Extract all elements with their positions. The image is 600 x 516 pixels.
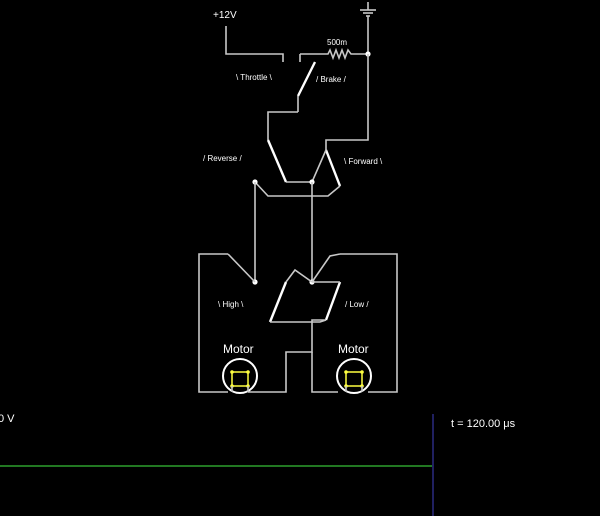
motor-left[interactable]: Motor — [222, 342, 258, 394]
right-motor-feed — [311, 352, 338, 393]
right-frame-wire — [368, 253, 398, 393]
reverse-blade — [266, 139, 288, 183]
left-frame-wire — [198, 253, 228, 393]
supply-label: +12V — [213, 10, 237, 21]
forward-label: \ Forward \ — [344, 157, 383, 166]
resistor-label: 500m — [327, 38, 347, 47]
ground-forward-wire — [325, 54, 369, 150]
motor-right-icon — [336, 358, 372, 394]
voltage-source-12v[interactable]: +12V — [213, 10, 284, 62]
throttle-label: \ Throttle \ — [236, 73, 273, 82]
high-label: \ High \ — [218, 300, 244, 309]
cross-wire-top — [286, 149, 327, 183]
time-readout: t = 120.00 μs — [451, 418, 516, 430]
motor-left-icon — [222, 358, 258, 394]
forward-blade — [324, 149, 342, 187]
throttle-brake-switch[interactable]: \ Throttle \ / Brake / — [236, 61, 347, 97]
throttle-brake-blade — [296, 61, 317, 97]
resistor-icon — [320, 47, 368, 61]
resistor-500m[interactable]: 500m — [320, 38, 368, 61]
cross-wire-bottom — [254, 181, 341, 197]
left-motor-feed — [248, 319, 326, 393]
low-label: / Low / — [345, 300, 369, 309]
motor-right-label: Motor — [338, 342, 369, 356]
low-blade — [324, 281, 342, 321]
motor-right[interactable]: Motor — [336, 342, 372, 394]
reverse-forward-switch[interactable]: / Reverse / \ Forward \ — [203, 139, 383, 187]
high-blade — [268, 281, 288, 323]
scope-panel[interactable]: 0 V t = 120.00 μs — [0, 413, 516, 516]
throttle-reverse-wire — [267, 111, 298, 140]
scope-voltage-readout: 0 V — [0, 413, 15, 425]
reverse-label: / Reverse / — [203, 154, 242, 163]
ground-icon[interactable] — [360, 2, 376, 17]
supply-wire — [225, 26, 284, 62]
motor-left-label: Motor — [223, 342, 254, 356]
high-low-switch[interactable]: \ High \ / Low / — [218, 281, 369, 323]
brake-label: / Brake / — [316, 75, 347, 84]
